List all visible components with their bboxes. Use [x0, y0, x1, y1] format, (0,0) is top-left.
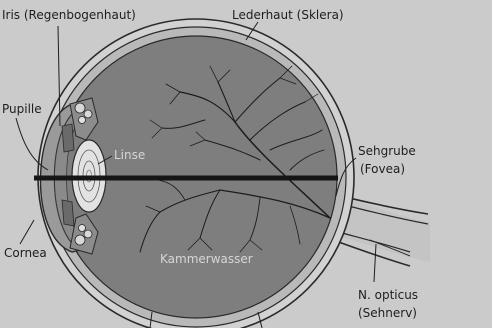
label-pupil: Pupille [2, 102, 42, 116]
leader-optic [374, 244, 376, 282]
label-fovea-line2: (Fovea) [360, 162, 405, 176]
label-aqueous: Kammerwasser [160, 252, 253, 266]
leader-cornea [20, 220, 34, 244]
label-sclera: Lederhaut (Sklera) [232, 8, 344, 22]
label-lens: Linse [114, 148, 145, 162]
label-fovea-line1: Sehgrube [358, 144, 416, 158]
label-iris: Iris (Regenbogenhaut) [2, 8, 136, 22]
label-cornea: Cornea [4, 246, 47, 260]
label-optic-line1: N. opticus [358, 288, 418, 302]
label-optic-line2: (Sehnerv) [358, 306, 417, 320]
